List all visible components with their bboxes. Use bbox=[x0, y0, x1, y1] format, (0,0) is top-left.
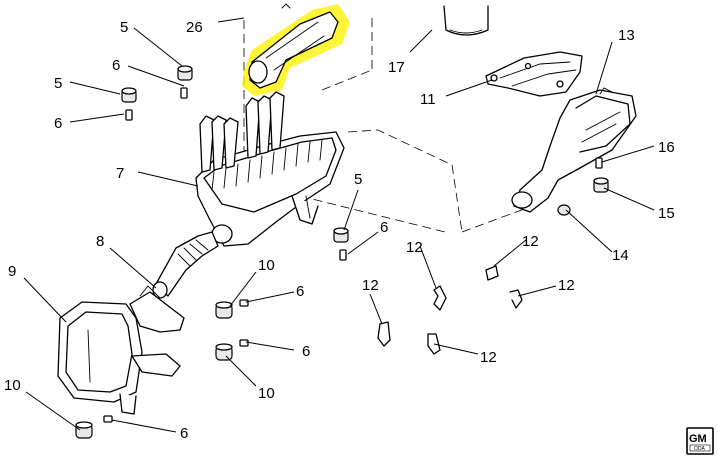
connector-hose bbox=[152, 231, 219, 299]
upper-air-hose bbox=[443, 5, 489, 36]
callout-7: 7 bbox=[116, 165, 124, 182]
callout-15: 15 bbox=[658, 205, 675, 222]
air-cleaner-bracket bbox=[485, 51, 583, 97]
item-15-grommet bbox=[593, 177, 609, 193]
callout-9: 9 bbox=[8, 263, 16, 280]
callout-10: 10 bbox=[258, 385, 275, 402]
callout-6: 6 bbox=[302, 343, 310, 360]
callout-5: 5 bbox=[120, 19, 128, 36]
callout-26: 26 bbox=[186, 19, 203, 36]
callout-5: 5 bbox=[354, 171, 362, 188]
retaining-clips bbox=[377, 265, 523, 355]
callout-14: 14 bbox=[612, 247, 629, 264]
callout-17: 17 bbox=[388, 59, 405, 76]
callout-10: 10 bbox=[4, 377, 21, 394]
callout-10: 10 bbox=[258, 257, 275, 274]
item-16-fastener bbox=[595, 157, 603, 169]
outlet-air-duct bbox=[511, 87, 637, 213]
callout-13: 13 bbox=[618, 27, 635, 44]
callout-8: 8 bbox=[96, 233, 104, 250]
callout-12: 12 bbox=[522, 233, 539, 250]
callout-12: 12 bbox=[558, 277, 575, 294]
leader-lines bbox=[23, 17, 655, 433]
callout-5: 5 bbox=[54, 75, 62, 92]
callout-12: 12 bbox=[362, 277, 379, 294]
middle-grommets bbox=[333, 227, 349, 261]
resonator-box bbox=[57, 285, 185, 415]
item-14-grommet bbox=[557, 204, 571, 216]
callout-16: 16 bbox=[658, 139, 675, 156]
gm-logo: GM ODA bbox=[686, 427, 714, 455]
lower-grommets bbox=[75, 299, 249, 439]
highlighted-inlet-duct[interactable] bbox=[242, 3, 350, 96]
callout-6: 6 bbox=[180, 425, 188, 442]
callout-12: 12 bbox=[480, 349, 497, 366]
callout-12: 12 bbox=[406, 239, 423, 256]
upper-grommets bbox=[121, 65, 193, 121]
callout-11: 11 bbox=[420, 91, 436, 108]
housing-clamp-fins bbox=[199, 91, 285, 173]
callout-6: 6 bbox=[54, 115, 62, 132]
gm-logo-subtext: ODA bbox=[694, 446, 706, 452]
callout-6: 6 bbox=[112, 57, 120, 74]
gm-logo-text: GM bbox=[689, 433, 707, 445]
callout-6: 6 bbox=[380, 219, 388, 236]
callout-labels: 5 26 17 13 6 5 6 11 7 16 5 15 6 8 12 12 … bbox=[4, 19, 675, 442]
callout-6: 6 bbox=[296, 283, 304, 300]
